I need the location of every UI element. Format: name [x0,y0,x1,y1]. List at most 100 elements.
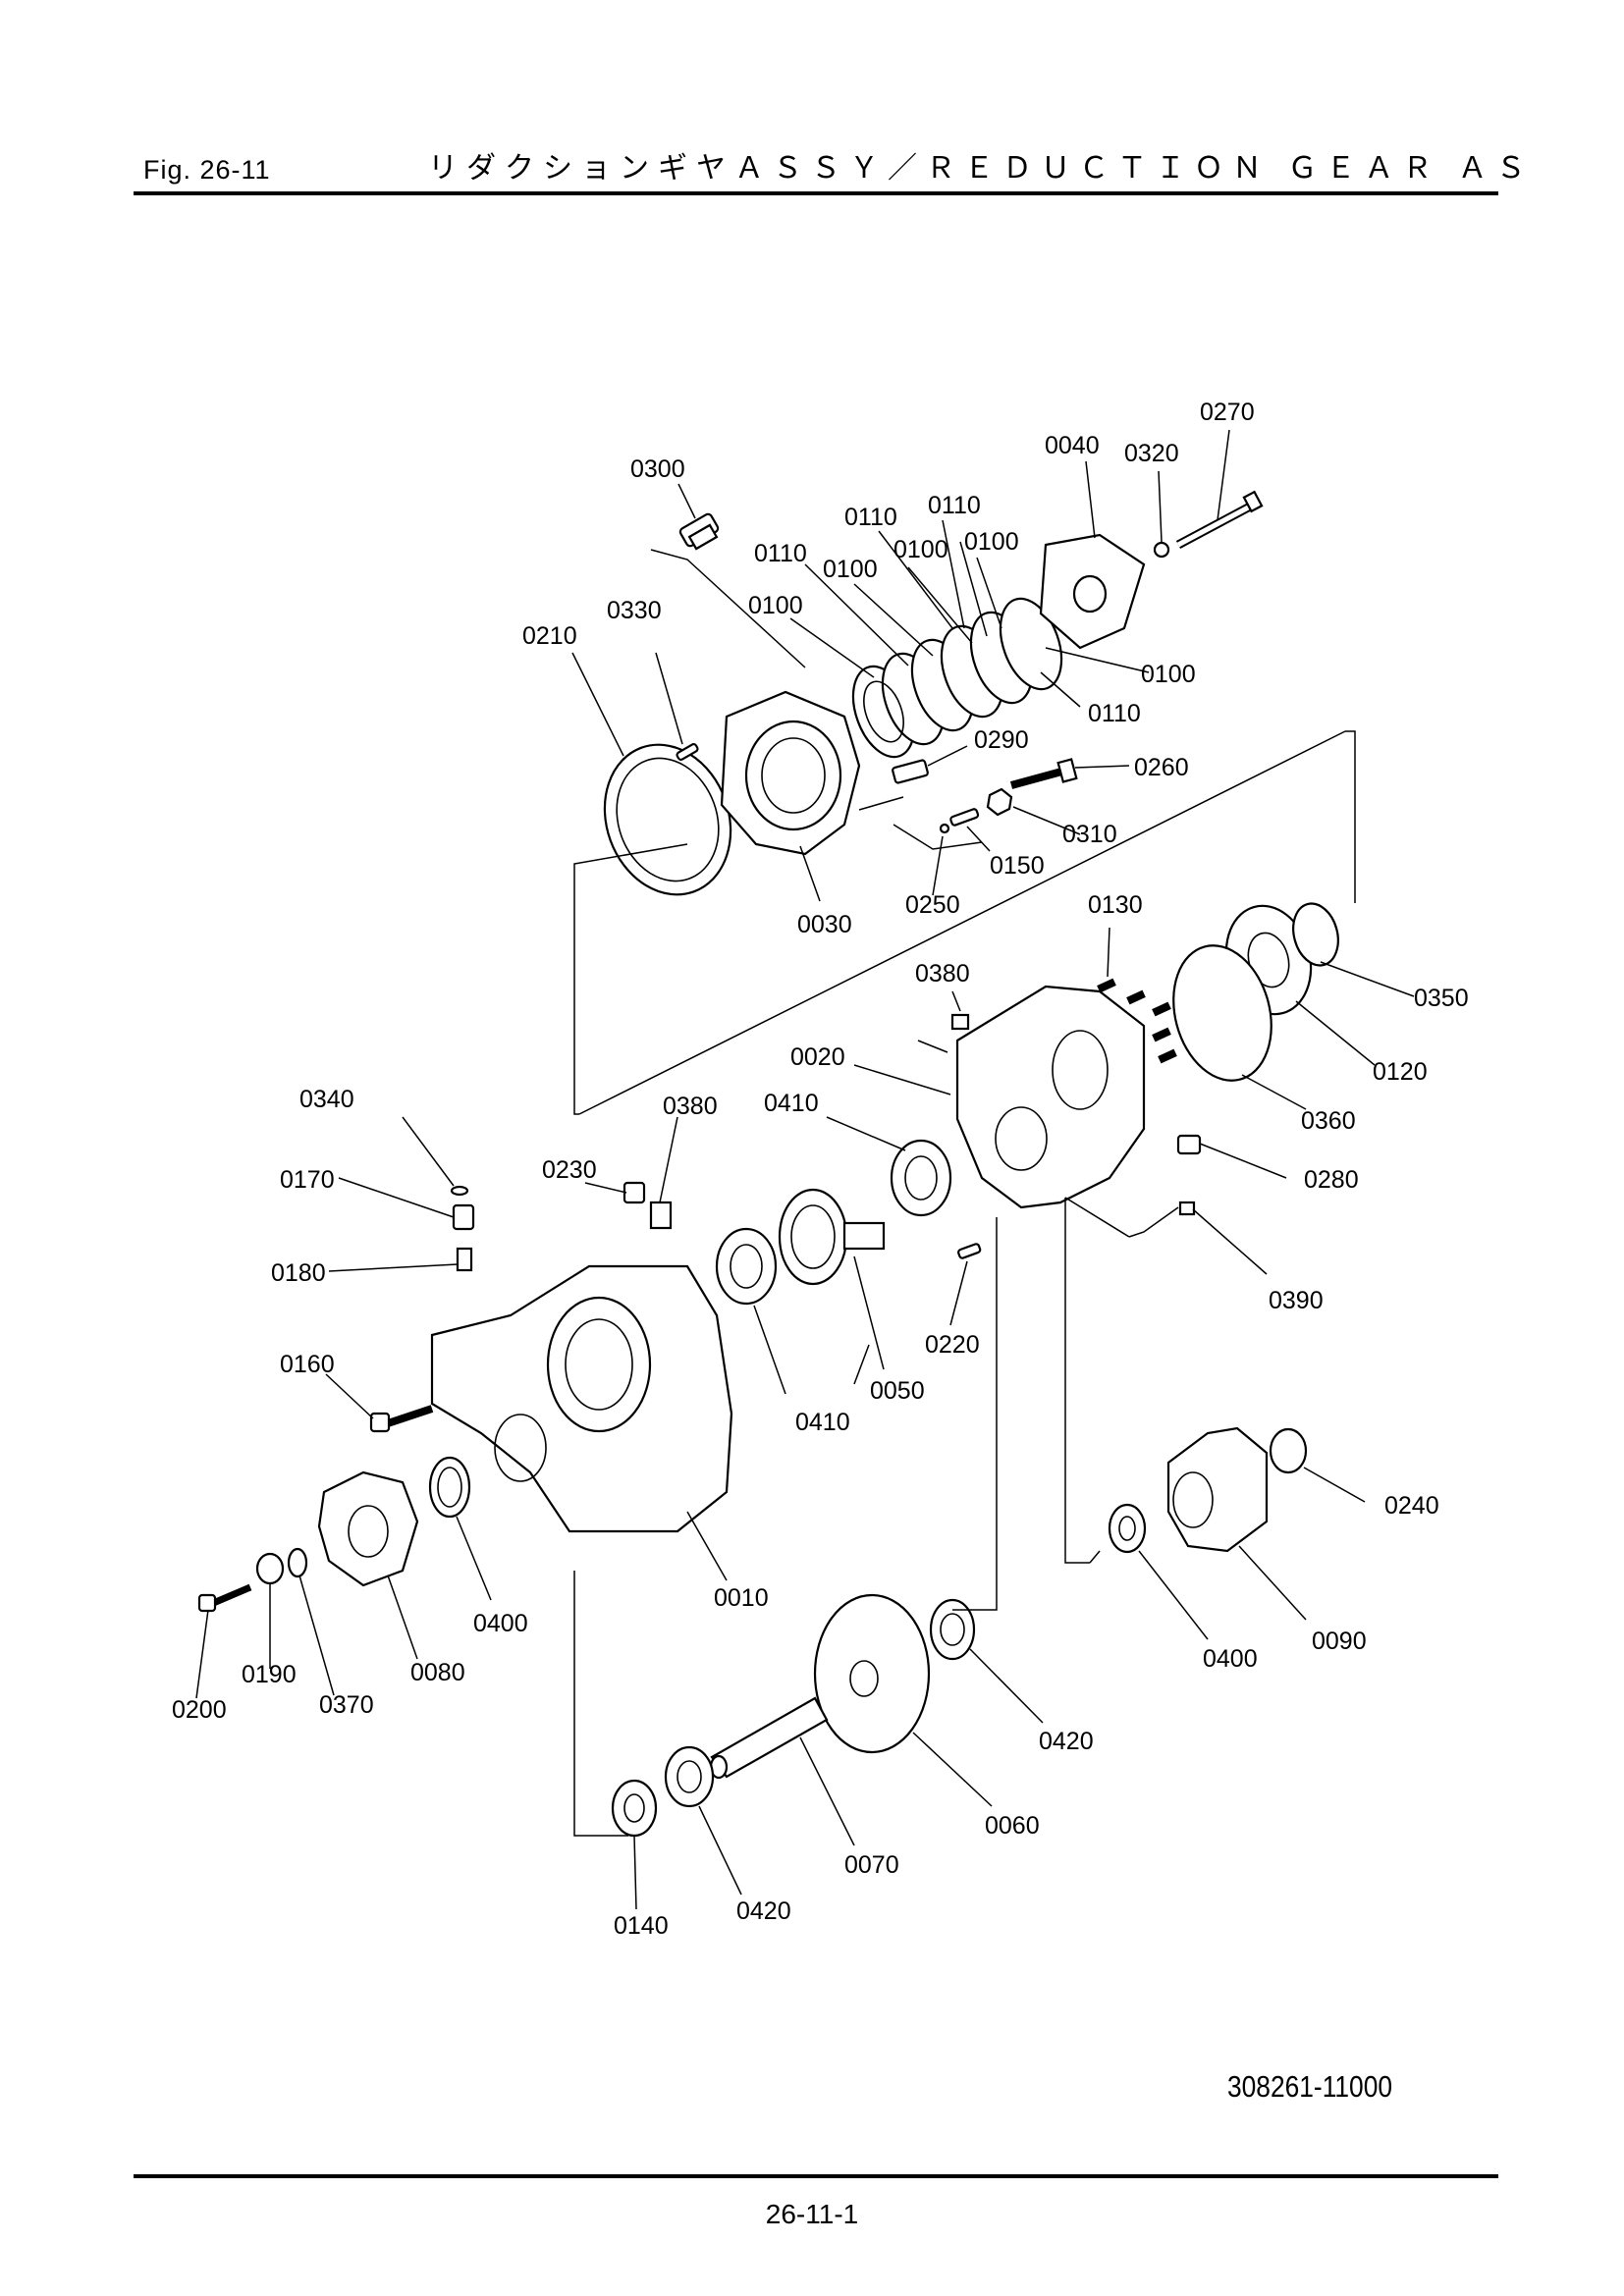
assembly-lines [573,549,1356,1837]
callout-0360: 0360 [1301,1107,1356,1135]
callout-0380b: 0380 [663,1093,718,1120]
callout-0100e: 0100 [1141,661,1196,688]
callout-0040: 0040 [1045,432,1100,459]
bolt-0260-drawing [1009,758,1078,789]
yoke-0090-drawing [1166,1426,1269,1553]
callout-0230: 0230 [542,1156,597,1184]
bearing-0410a-drawing [890,1139,952,1217]
callout-0290: 0290 [974,726,1029,754]
bolt-0200-drawing [197,1583,252,1613]
callout-0150: 0150 [990,852,1045,880]
callout-0420b: 0420 [736,1897,791,1925]
shaft-0070-drawing [709,1696,829,1780]
seal-0400b-drawing [1108,1503,1147,1554]
callout-0400a: 0400 [473,1610,528,1637]
callout-0070: 0070 [844,1851,899,1879]
part-0180-drawing [456,1247,473,1272]
cover-0030-drawing [720,690,861,856]
callout-0240: 0240 [1384,1492,1439,1520]
callout-0030: 0030 [797,911,852,938]
document-number: 308261-11000 [1227,2069,1393,2104]
callout-0060: 0060 [985,1812,1040,1840]
gear-0060-drawing [813,1593,931,1754]
callout-0400b: 0400 [1203,1645,1258,1673]
callout-0420a: 0420 [1039,1728,1094,1755]
callout-0270: 0270 [1200,399,1255,426]
housing-0020-drawing [955,985,1146,1209]
callout-0200: 0200 [172,1696,227,1724]
plug-0380b-drawing [649,1201,673,1230]
pin-0150-drawing [949,808,980,827]
callout-0410b: 0410 [795,1409,850,1436]
callout-0410a: 0410 [764,1090,819,1117]
callout-0020: 0020 [790,1043,845,1071]
o-ring-0370-drawing [287,1547,308,1578]
callout-0280: 0280 [1304,1166,1359,1194]
callout-0100c: 0100 [893,536,948,563]
callout-0100d: 0100 [748,592,803,619]
callout-0210: 0210 [522,622,577,650]
callout-0110a: 0110 [844,504,897,531]
plug-0230-drawing [623,1181,646,1204]
page-number: 26-11-1 [765,2199,859,2229]
pin-0220-drawing [957,1243,982,1259]
part-0170-drawing [452,1203,475,1231]
callout-0350: 0350 [1414,985,1469,1012]
callout-0380a: 0380 [915,960,970,988]
callout-0340: 0340 [299,1086,354,1113]
plug-0380a-drawing [950,1013,970,1031]
ball-0250-drawing [939,823,950,834]
leader-lines [195,429,1415,1910]
callout-0140: 0140 [614,1912,669,1940]
gear-0140-drawing [611,1779,658,1838]
callout-0100a: 0100 [964,528,1019,556]
callout-0220: 0220 [925,1331,980,1359]
seal-0400a-drawing [428,1456,471,1519]
callout-0300: 0300 [630,455,685,483]
callout-0160: 0160 [280,1351,335,1378]
o-ring-0360-drawing [1172,944,1272,1082]
callout-0100b: 0100 [823,556,878,583]
callout-0130: 0130 [1088,891,1143,919]
o-ring-0350-drawing [1292,902,1339,967]
pin-0330-drawing [676,743,699,761]
case-0010-drawing [430,1264,733,1533]
yoke-0080-drawing [317,1470,419,1587]
bolt-0160-drawing [369,1405,434,1433]
callout-0120: 0120 [1373,1058,1428,1086]
callout-0260: 0260 [1134,754,1189,781]
clutch-pack-drawing [851,597,1063,759]
callout-0170: 0170 [280,1166,335,1194]
callout-0330: 0330 [607,597,662,624]
callout-0110d: 0110 [1088,700,1141,727]
figure-title: リダクションギヤＡＳＳＹ／ＲＥＤＵＣＴＩＯＮ ＧＥＡＲ ＡＳ [428,152,1535,185]
bolt-0290-drawing [892,759,929,784]
springs-0130-drawing [1097,978,1177,1064]
callout-0250: 0250 [905,891,960,919]
plug-0390-drawing [1178,1201,1196,1216]
callout-0050: 0050 [870,1377,925,1405]
nut-0310-drawing [986,787,1013,817]
bearing-0420a-drawing [929,1598,976,1661]
callout-0180: 0180 [271,1259,326,1287]
callout-0110b: 0110 [928,492,981,519]
callout-0190: 0190 [242,1661,297,1688]
header-rule [134,191,1498,195]
ring-0340-drawing [450,1185,469,1197]
bearing-0410b-drawing [715,1227,778,1306]
bearing-0420b-drawing [664,1745,715,1808]
bolt-0280-drawing [1176,1134,1202,1155]
callout-0390: 0390 [1269,1287,1324,1314]
callout-0010: 0010 [714,1584,769,1612]
ring-0240-drawing [1269,1427,1308,1474]
figure-number: Fig. 26-11 [143,155,271,185]
callout-0320: 0320 [1124,440,1179,467]
plate-0040-drawing [1039,533,1146,650]
callout-0110c: 0110 [754,540,807,567]
washer-0190-drawing [255,1552,285,1585]
bolt-0270-drawing [1175,490,1264,549]
gear-0050-drawing [778,1188,886,1286]
callouts: 0300 0270 0040 0320 0110 0110 0100 0110 … [172,399,1469,1940]
callout-0080: 0080 [410,1659,465,1686]
